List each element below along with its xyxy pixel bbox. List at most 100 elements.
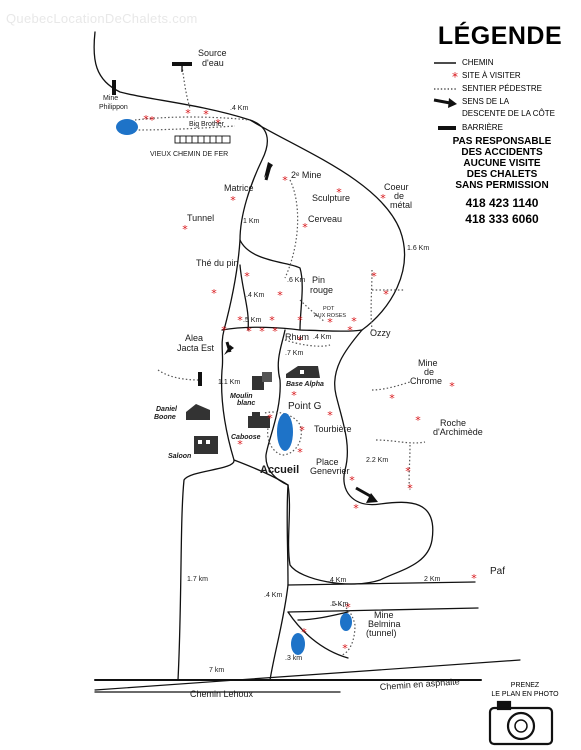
label-tunnel: Tunnel (187, 213, 214, 223)
label-philippon-2: Philippon (99, 104, 128, 111)
road-south-c (287, 607, 479, 613)
site-star-0: * (143, 113, 149, 126)
site-star-24: * (351, 315, 357, 328)
dist-top: .4 Km (230, 105, 248, 112)
label-vieux-chemin: VIEUX CHEMIN DE FER (150, 151, 228, 158)
label-deuxieme-mine: 2ᵉ Mine (291, 170, 321, 180)
road-south-b (287, 581, 476, 586)
label-chrome-3: Chrome (410, 376, 442, 386)
dist-3km: .3 km (285, 655, 302, 662)
road-side (265, 329, 289, 486)
dist-4km-b: .4 Km (313, 334, 331, 341)
label-tourbiere: Tourbière (314, 424, 352, 434)
label-sculpture: Sculpture (312, 193, 350, 203)
label-belmina-1: Mine (374, 610, 394, 620)
phone-1[interactable]: 418 423 1140 (465, 196, 539, 210)
site-star-11: * (211, 287, 217, 300)
road-belmina (287, 611, 349, 659)
road-inner-loop (221, 326, 363, 332)
dist-22km: 2.2 Km (366, 457, 388, 464)
solid-line-icon (434, 62, 456, 64)
barrier-icon (438, 126, 456, 130)
label-belmina-2: Belmina (368, 619, 401, 629)
site-star-17: * (269, 314, 275, 327)
label-big-brother: Big Brother (189, 121, 225, 128)
watermark: QuebecLocationDeChalets.com (6, 11, 198, 26)
label-chrome-1: Mine (418, 358, 438, 368)
dist-2km: 2 Km (424, 576, 441, 583)
phone-2[interactable]: 418 333 6060 (465, 212, 539, 226)
road-south-d (269, 584, 289, 681)
arrow-east-head (366, 493, 378, 503)
chalet-moulin (252, 372, 272, 390)
legend-row-barrier: BARRIÈRE (430, 122, 578, 135)
label-boone-2: Boone (154, 414, 176, 421)
site-star-20: * (221, 324, 227, 337)
label-roche-2: d'Archimède (433, 427, 483, 437)
label-philippon-1: Mine (103, 95, 118, 102)
site-star-26: * (389, 392, 395, 405)
label-coeur-3: métal (390, 200, 412, 210)
label-chemin-asphalte: Chemin en asphalte (379, 676, 460, 692)
label-coeur-1: Coeur (384, 182, 409, 192)
site-star-32: * (353, 502, 359, 515)
notice: PAS RESPONSABLE DES ACCIDENTS AUCUNE VIS… (430, 136, 574, 191)
dist-4km-d: .4 Km (264, 592, 282, 599)
label-accueil: Accueil (260, 464, 299, 476)
label-coeur-2: de (394, 191, 404, 201)
site-star-34: * (297, 334, 303, 347)
site-star-39: * (299, 424, 305, 437)
dist-4km-c: .4 Km (328, 577, 346, 584)
legend-label-road: CHEMIN (462, 58, 494, 67)
label-rhum: Rhum (285, 332, 309, 342)
site-star-9: * (182, 223, 188, 236)
trail-belmina (331, 603, 356, 656)
chalet-caboose (248, 412, 270, 428)
site-star-13: * (277, 289, 283, 302)
trail-ozzy (370, 269, 373, 331)
site-star-40: * (297, 446, 303, 459)
dist-11km: 1.1 Km (218, 379, 240, 386)
notice-line5: SANS PERMISSION (455, 180, 549, 191)
site-star-1: * (149, 114, 155, 127)
site-star-18: * (297, 314, 303, 327)
label-pot-2: AUX ROSES (314, 313, 346, 319)
site-star-35: * (291, 389, 297, 402)
site-star-16: * (237, 314, 243, 327)
photo-note-1: PRENEZ (510, 682, 540, 689)
trail-roche (375, 439, 426, 444)
label-cerveau: Cerveau (308, 214, 342, 224)
road-center (239, 264, 249, 331)
road-east-loop (249, 119, 434, 585)
label-boone-1: Daniel (156, 406, 178, 413)
trail-alea (157, 369, 201, 381)
site-star-10: * (302, 221, 308, 234)
chalet-base-alpha (286, 366, 320, 378)
label-source-2: d'eau (202, 58, 224, 68)
label-belmina-3: (tunnel) (366, 628, 397, 638)
legend-row-arrow: SENS DE LA DESCENTE DE LA CÔTE (430, 96, 578, 122)
label-alea-1: Alea (185, 333, 203, 343)
site-star-3: * (215, 117, 221, 130)
camera-icon (488, 700, 554, 746)
arrow-icon (433, 98, 457, 108)
legend-label-trail: SENTIER PÉDESTRE (462, 84, 543, 93)
site-star-21: * (246, 325, 252, 338)
site-star-28: * (415, 414, 421, 427)
label-base-alpha: Base Alpha (286, 381, 324, 388)
arrow-east-shaft (355, 486, 373, 499)
legend-row-trail: SENTIER PÉDESTRE (430, 83, 578, 96)
railroad (174, 135, 231, 144)
lake-point-g (277, 413, 293, 451)
legend-label-star: SITE À VISITER (462, 71, 521, 80)
chalet-saloon (194, 436, 218, 454)
site-star-14: * (371, 270, 377, 283)
site-star-12: * (244, 270, 250, 283)
road-bottom (94, 659, 521, 691)
notice-line2: DES ACCIDENTS (461, 147, 543, 158)
road-south-a (233, 459, 289, 586)
label-pot-1: POT (323, 306, 335, 312)
site-star-6: * (230, 194, 236, 207)
trail-source (181, 65, 191, 109)
